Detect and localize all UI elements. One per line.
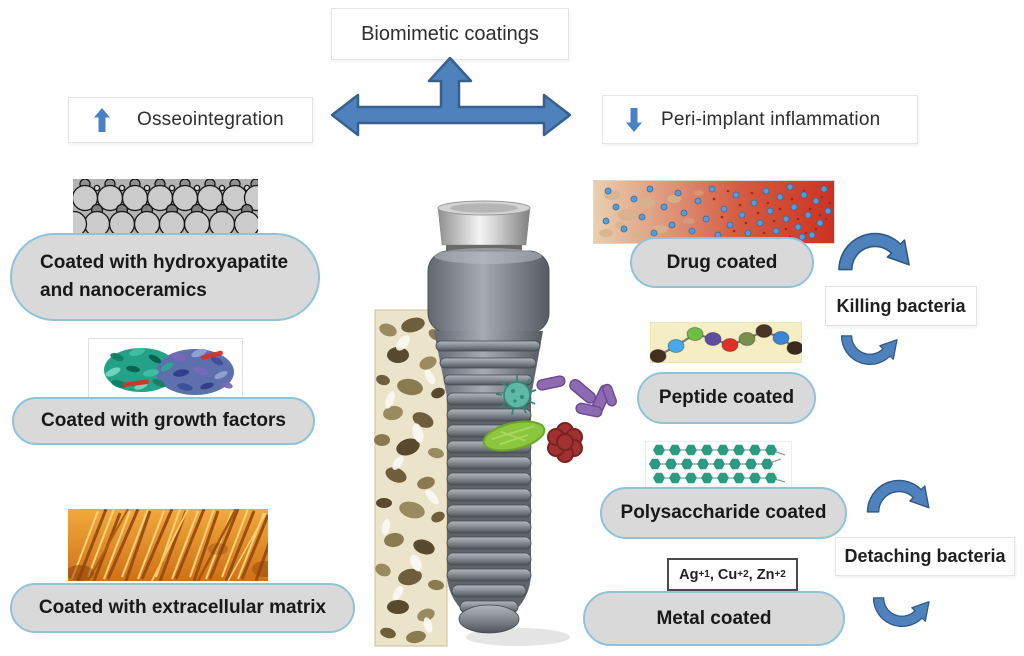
detaching-bacteria-label: Detaching bacteria [844, 546, 1006, 566]
peptide-coated-pill: Peptide coated [637, 372, 816, 424]
curved-arrow-icon [866, 479, 930, 513]
peri-implant-inflammation-label: Peri-implant inflammation [661, 108, 881, 130]
metal-ion-ag-charge: +1 [698, 569, 710, 580]
three-way-arrow-icon [330, 57, 572, 137]
killing-bacteria-box: Killing bacteria [825, 286, 977, 326]
curved-arrow-icon [872, 597, 930, 627]
osseointegration-box: Osseointegration [68, 97, 313, 143]
peptide-chain-image [650, 322, 802, 363]
dental-implant-image [427, 200, 570, 646]
killing-bacteria-label: Killing bacteria [836, 295, 966, 316]
hydroxyapatite-pill: Coated with hydroxyapatite and nanoceram… [10, 233, 320, 321]
detaching-bacteria-box: Detaching bacteria [835, 537, 1015, 576]
dental-implant-illustration [374, 200, 618, 647]
bacteria-icons [482, 375, 618, 463]
drug-coated-pill-label: Drug coated [666, 251, 778, 273]
extracellular-matrix-pill: Coated with extracellular matrix [10, 583, 355, 633]
hydroxyapatite-pill-label: Coated with hydroxyapatite and nanoceram… [40, 251, 289, 302]
drug-eluting-layer-image [593, 180, 835, 244]
polysaccharide-chains-image [645, 441, 792, 488]
extracellular-matrix-pill-label: Coated with extracellular matrix [38, 597, 327, 618]
metal-ion-cu: , Cu [709, 566, 738, 583]
drug-coated-pill: Drug coated [630, 237, 814, 288]
growth-factors-pill-label: Coated with growth factors [41, 410, 286, 431]
curved-arrow-icon [838, 232, 910, 271]
extracellular-matrix-image [68, 509, 268, 581]
up-arrow-icon [94, 108, 110, 132]
peptide-coated-pill-label: Peptide coated [658, 387, 795, 408]
metal-coated-pill: Metal coated [583, 591, 845, 646]
growth-factor-protein-image [88, 338, 243, 398]
metal-ions-box: Ag+1, Cu+2, Zn+2 [667, 558, 798, 591]
metal-ion-zn-charge: +2 [774, 569, 786, 580]
peri-implant-inflammation-box: Peri-implant inflammation [602, 95, 918, 144]
growth-factors-pill: Coated with growth factors [12, 397, 315, 445]
biomimetic-coatings-box: Biomimetic coatings [331, 8, 569, 60]
curved-arrow-icon [840, 335, 898, 365]
figure-title: Biomimetic coatings [361, 22, 539, 45]
down-arrow-icon [626, 107, 642, 132]
polysaccharide-coated-pill-label: Polysaccharide coated [620, 502, 827, 523]
polysaccharide-coated-pill: Polysaccharide coated [600, 487, 847, 539]
hydroxyapatite-nanoceramics-image [73, 179, 258, 233]
metal-ion-cu-charge: +2 [737, 569, 749, 580]
bone-tissue-image [374, 309, 448, 647]
metal-coated-pill-label: Metal coated [656, 607, 772, 629]
osseointegration-label: Osseointegration [137, 109, 284, 130]
metal-ion-zn: , Zn [748, 566, 775, 583]
metal-ion-ag: Ag [679, 566, 699, 583]
